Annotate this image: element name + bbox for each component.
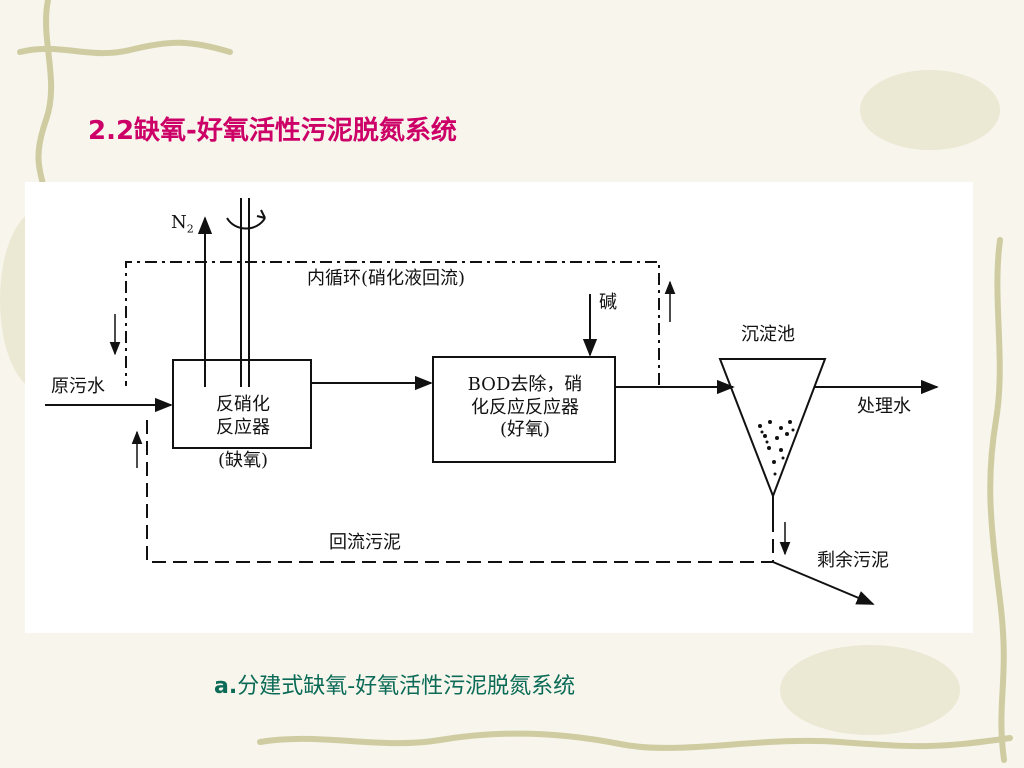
sludge-particles xyxy=(758,420,795,476)
figure-caption: a.分建式缺氧-好氧活性污泥脱氮系统 xyxy=(214,668,575,700)
return-sludge-loop xyxy=(146,414,774,563)
settling-tank-shape xyxy=(718,358,827,499)
treated-water-label: 处理水 xyxy=(857,396,911,417)
denitrification-reactor-label: 反硝化 反应器 xyxy=(216,394,270,438)
bod-reactor-label: BOD去除，硝 化反应反应器 (好氧) xyxy=(467,374,583,440)
diagram-lines xyxy=(45,198,939,605)
anoxic-label: (缺氧) xyxy=(217,450,269,471)
bod-reactor-box xyxy=(432,356,616,463)
n2-label: N2 xyxy=(171,212,194,236)
caption-lead: a. xyxy=(214,674,238,699)
mixer-icon xyxy=(226,217,266,230)
return-sludge-label: 回流污泥 xyxy=(329,532,401,553)
excess-sludge-label: 剩余污泥 xyxy=(817,550,889,571)
slide-title: 2.2缺氧-好氧活性污泥脱氮系统 xyxy=(88,116,457,146)
internal-recycle-label: 内循环(硝化液回流) xyxy=(307,268,466,289)
internal-recycle-loop xyxy=(125,261,660,386)
process-flow-diagram: N2 内循环(硝化液回流) 碱 沉淀池 原污水 反硝化 反应器 (缺氧) BOD… xyxy=(25,182,973,633)
settling-tank-label: 沉淀池 xyxy=(741,324,795,345)
caption-text: 分建式缺氧-好氧活性污泥脱氮系统 xyxy=(237,674,576,699)
alkali-label: 碱 xyxy=(599,292,617,313)
excess-sludge-line xyxy=(772,561,875,605)
raw-sewage-label: 原污水 xyxy=(51,376,105,397)
